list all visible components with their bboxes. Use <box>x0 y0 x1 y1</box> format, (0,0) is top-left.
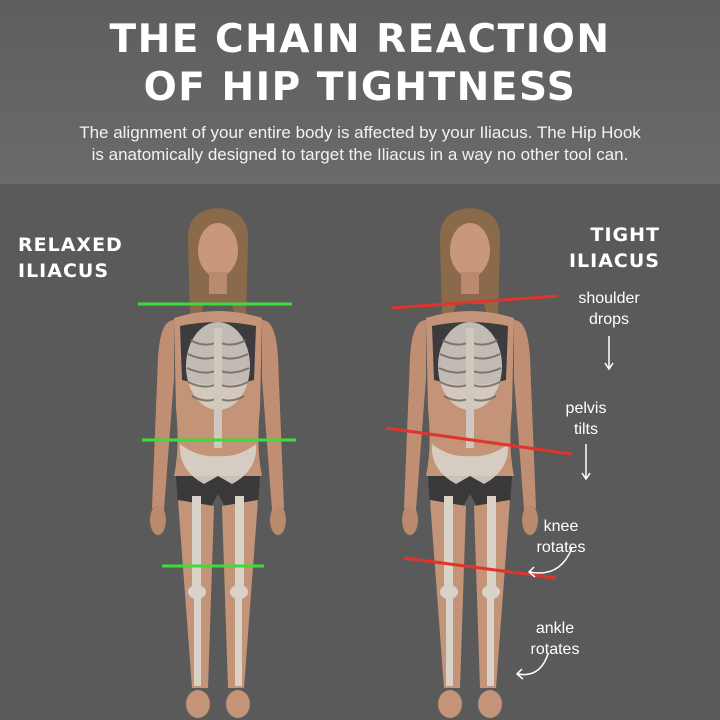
tight-pelvis-line <box>385 426 573 456</box>
arrow-down-icon <box>604 336 614 371</box>
page-subtitle: The alignment of your entire body is aff… <box>40 122 680 166</box>
relaxed-body-figure <box>149 207 287 719</box>
pelvis-tilts-note: pelvis tilts <box>552 398 620 440</box>
curved-arrow-icon <box>515 653 549 680</box>
page-title-line2: OF HIP TIGHTNESS <box>143 65 577 110</box>
relaxed-iliacus-label: RELAXED ILIACUS <box>18 232 123 284</box>
note-line: knee <box>543 518 579 535</box>
header-banner <box>0 0 720 184</box>
subtitle-line2: is anatomically designed to target the I… <box>91 145 629 164</box>
note-line: drops <box>588 311 630 328</box>
subtitle-line1: The alignment of your entire body is aff… <box>79 123 641 142</box>
note-line: shoulder <box>578 290 640 307</box>
tight-knee-line <box>403 556 557 580</box>
note-line: rotates <box>536 539 586 556</box>
illustration-panel <box>0 184 720 720</box>
relaxed-label-line1: RELAXED <box>18 234 123 256</box>
arrow-down-icon <box>581 444 591 481</box>
note-line: ankle <box>535 620 575 637</box>
tight-label-line2: ILIACUS <box>568 250 660 272</box>
body-illustration <box>138 207 614 719</box>
note-line: tilts <box>574 421 598 438</box>
ankle-rotates-note: ankle rotates <box>518 618 592 660</box>
tight-label-line1: TIGHT <box>590 224 660 246</box>
page-title-line1: THE CHAIN REACTION <box>109 17 611 62</box>
tight-shoulder-line <box>391 294 559 310</box>
shoulder-drops-note: shoulder drops <box>568 288 650 330</box>
note-line: rotates <box>530 641 580 658</box>
relaxed-label-line2: ILIACUS <box>18 260 110 282</box>
note-line: pelvis <box>565 400 607 417</box>
curved-arrow-icon <box>527 547 573 578</box>
knee-rotates-note: knee rotates <box>524 516 598 558</box>
tight-iliacus-label: TIGHT ILIACUS <box>548 222 660 274</box>
